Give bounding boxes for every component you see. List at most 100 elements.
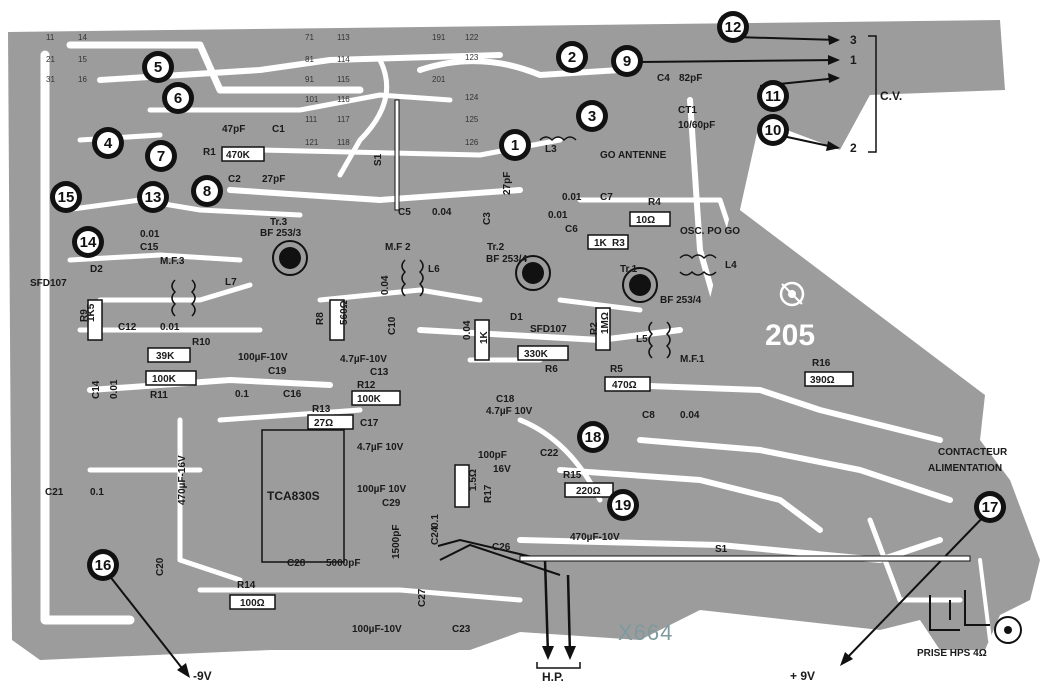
callout-8: 8 [191, 175, 223, 207]
coil-mf2-icon [401, 259, 407, 297]
svg-text:R8: R8 [315, 312, 326, 325]
svg-text:L7: L7 [225, 277, 237, 288]
resistor-r3 [474, 319, 490, 361]
svg-text:BF 253/4: BF 253/4 [660, 295, 702, 306]
svg-text:R15: R15 [563, 470, 582, 481]
svg-text:L4: L4 [725, 260, 737, 271]
svg-text:470Ω: 470Ω [612, 380, 637, 391]
svg-text:31: 31 [46, 75, 55, 84]
svg-text:L3: L3 [545, 144, 557, 155]
resistor-r8 [329, 299, 345, 341]
svg-text:116: 116 [337, 95, 350, 104]
cv-connector: C.V. 3 1 2 [639, 33, 902, 155]
svg-text:71: 71 [305, 33, 314, 42]
alimentation-label: ALIMENTATION [928, 463, 1002, 474]
svg-text:C14: C14 [91, 380, 102, 399]
svg-text:27pF: 27pF [502, 172, 513, 195]
svg-text:201: 201 [432, 75, 446, 84]
svg-text:1MΩ: 1MΩ [600, 312, 611, 334]
svg-text:0.01: 0.01 [548, 210, 568, 221]
svg-text:D1: D1 [510, 312, 523, 323]
svg-text:R2: R2 [589, 322, 600, 335]
resistor-r17 [454, 464, 470, 508]
transistor-tr3-icon [272, 240, 308, 276]
svg-text:0.04: 0.04 [380, 275, 391, 295]
svg-text:S1: S1 [373, 153, 384, 166]
svg-text:R6: R6 [545, 364, 558, 375]
resistor-r5 [604, 376, 651, 392]
resistor-r15 [564, 482, 614, 498]
resistor-r13 [307, 414, 354, 430]
svg-text:C15: C15 [140, 242, 159, 253]
svg-text:C27: C27 [417, 588, 428, 607]
callout-16: 16 [87, 549, 119, 581]
svg-text:8: 8 [203, 183, 211, 200]
svg-text:0.1: 0.1 [430, 514, 441, 528]
svg-text:C5: C5 [398, 207, 411, 218]
callout-1: 1 [499, 129, 531, 161]
svg-text:11: 11 [46, 33, 55, 42]
svg-text:191: 191 [432, 33, 446, 42]
svg-text:C21: C21 [45, 487, 64, 498]
svg-text:C18: C18 [496, 394, 515, 405]
svg-text:R3: R3 [612, 238, 625, 249]
svg-text:R10: R10 [192, 337, 211, 348]
svg-text:14: 14 [78, 33, 87, 42]
svg-text:121: 121 [305, 138, 319, 147]
callout-11: 11 [757, 80, 789, 112]
callout-2: 2 [556, 41, 588, 73]
svg-text:18: 18 [585, 429, 602, 446]
svg-text:C23: C23 [452, 624, 471, 635]
svg-text:111: 111 [305, 115, 318, 124]
svg-text:CT1: CT1 [678, 105, 697, 116]
svg-text:118: 118 [337, 138, 350, 147]
resistor-r4 [629, 211, 671, 227]
svg-text:C19: C19 [268, 366, 287, 377]
transistor-tr2-icon [515, 255, 551, 291]
svg-text:0.1: 0.1 [235, 389, 249, 400]
svg-text:R17: R17 [483, 484, 494, 503]
callout-9: 9 [611, 45, 643, 77]
svg-text:R4: R4 [648, 197, 661, 208]
resistor-r2 [595, 307, 611, 351]
svg-text:C12: C12 [118, 322, 137, 333]
svg-text:C16: C16 [283, 389, 302, 400]
svg-text:470µF-16V: 470µF-16V [177, 455, 188, 505]
svg-text:91: 91 [305, 75, 314, 84]
svg-text:27pF: 27pF [262, 174, 285, 185]
svg-text:15: 15 [58, 189, 75, 206]
svg-text:10Ω: 10Ω [636, 215, 655, 226]
svg-text:3: 3 [588, 108, 596, 125]
callout-13: 13 [137, 181, 169, 213]
component-labels: 47pF C1 R1 470K C2 27pF 0.01 C15 D2 SFD1… [30, 73, 835, 635]
svg-text:SFD107: SFD107 [30, 278, 67, 289]
svg-text:Tr.2: Tr.2 [487, 242, 505, 253]
svg-text:C13: C13 [370, 367, 389, 378]
callout-17: 17 [974, 491, 1006, 523]
coil-l3-icon [539, 136, 577, 142]
svg-text:BF 253/4: BF 253/4 [486, 254, 528, 265]
svg-text:C29: C29 [382, 498, 401, 509]
svg-text:1K5: 1K5 [86, 303, 97, 322]
svg-text:1K: 1K [479, 330, 490, 344]
callout-5: 5 [142, 51, 174, 83]
resistors [87, 146, 854, 610]
svg-text:123: 123 [465, 53, 479, 62]
svg-text:C3: C3 [482, 212, 493, 225]
minus-9v-label: -9V [193, 669, 212, 683]
coil-l4-icon [679, 254, 717, 260]
svg-text:GO ANTENNE: GO ANTENNE [600, 150, 667, 161]
svg-text:101: 101 [305, 95, 319, 104]
svg-text:100Ω: 100Ω [240, 598, 265, 609]
resistor-r14 [229, 594, 276, 610]
svg-text:6: 6 [174, 90, 182, 107]
svg-text:16: 16 [95, 557, 112, 574]
svg-text:C4: C4 [657, 73, 670, 84]
svg-text:C7: C7 [600, 192, 613, 203]
svg-text:126: 126 [465, 138, 479, 147]
svg-text:125: 125 [465, 115, 479, 124]
resistor-r16 [804, 371, 854, 387]
svg-text:0.04: 0.04 [680, 410, 700, 421]
